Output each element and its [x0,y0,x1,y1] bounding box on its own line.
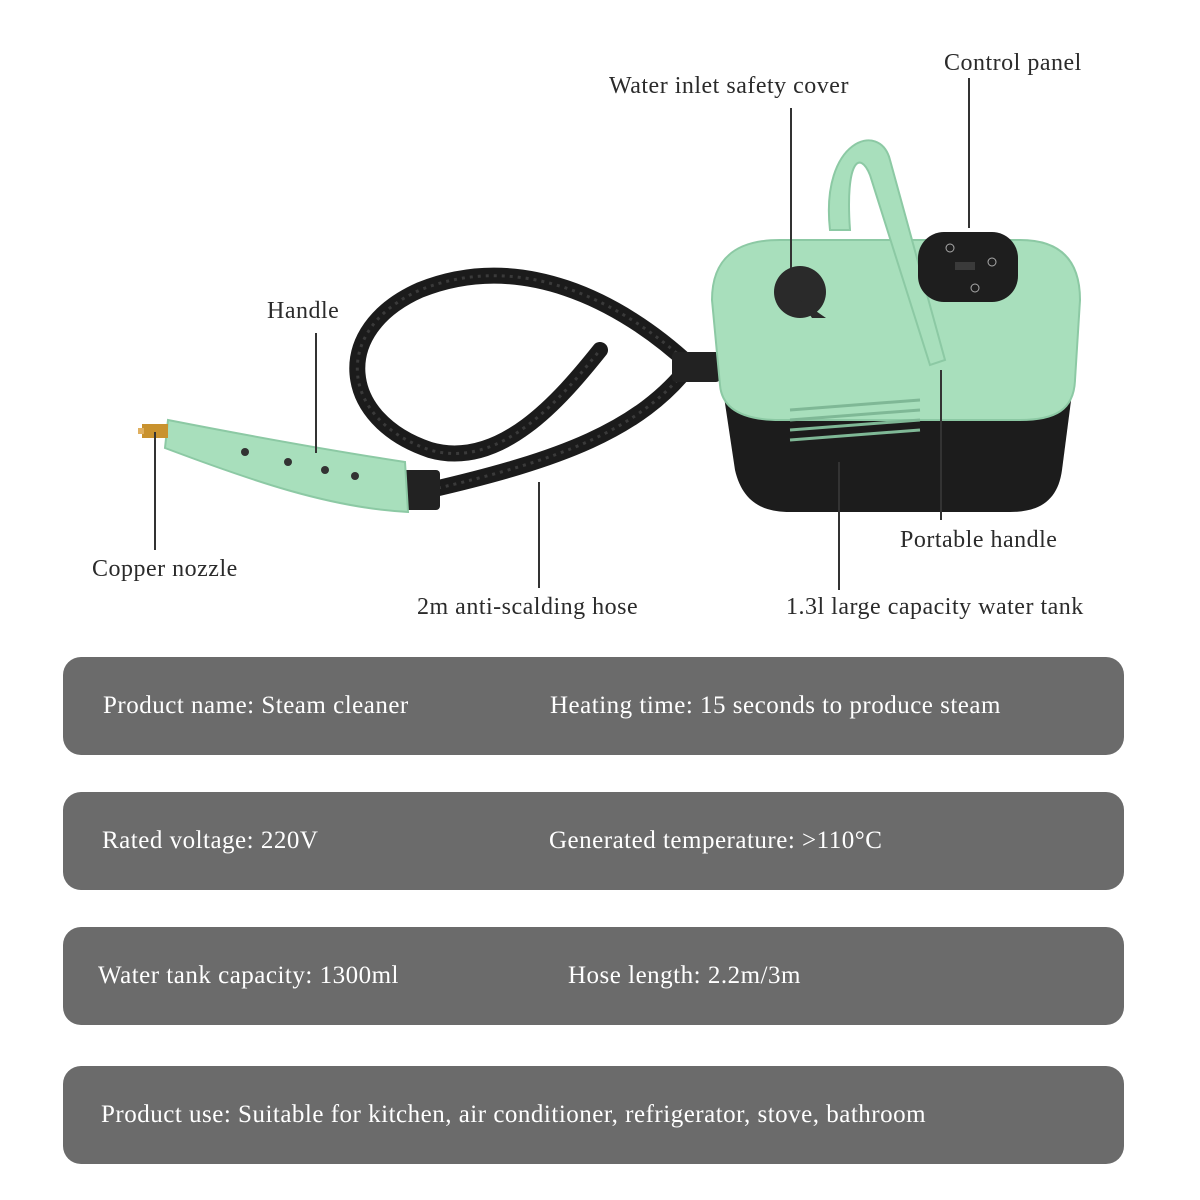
steam-cleaner-illustration [138,139,1082,514]
spec-row-1: Product name: Steam cleaner Heating time… [63,657,1124,755]
water-inlet-cover [774,266,826,318]
hose [349,267,701,498]
spec-tank-capacity: Water tank capacity: 1300ml [98,962,399,989]
callout-handle: Handle [267,298,340,324]
spec-heating-time: Heating time: 15 seconds to produce stea… [550,692,1001,719]
copper-nozzle [138,424,168,438]
spec-temperature: Generated temperature: >110°C [549,827,883,854]
spec-row-4: Product use: Suitable for kitchen, air c… [63,1066,1124,1164]
callout-portable-handle: Portable handle [900,527,1058,553]
callout-copper-nozzle: Copper nozzle [92,556,238,582]
spec-product-name: Product name: Steam cleaner [103,692,409,719]
callout-water-inlet-cover: Water inlet safety cover [609,73,849,99]
spec-row-2: Rated voltage: 220V Generated temperatur… [63,792,1124,890]
spec-hose-length: Hose length: 2.2m/3m [568,962,801,989]
callout-water-tank: 1.3l large capacity water tank [786,594,1084,620]
main-unit [710,139,1082,512]
spec-product-use: Product use: Suitable for kitchen, air c… [101,1101,927,1128]
callout-control-panel: Control panel [944,50,1082,76]
hose-connector [672,352,720,382]
spec-row-3: Water tank capacity: 1300ml Hose length:… [63,927,1124,1025]
wand-handle [163,418,410,514]
portable-handle [827,139,947,367]
callout-hose: 2m anti-scalding hose [417,594,639,620]
spec-rated-voltage: Rated voltage: 220V [102,827,319,854]
